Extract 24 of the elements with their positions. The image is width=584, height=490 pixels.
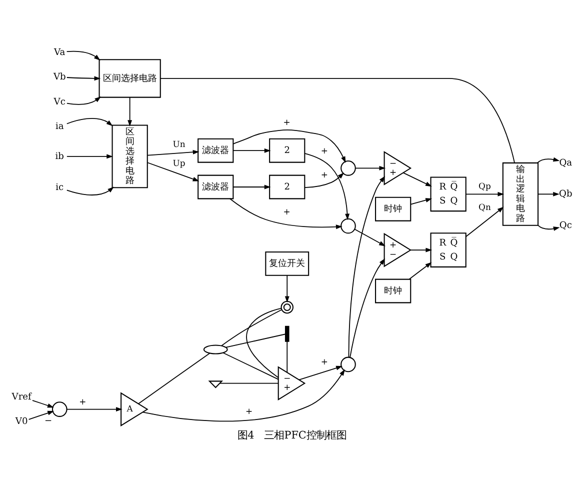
node-label: −: [44, 416, 52, 426]
caption: 图4 三相PFC控制框图: [238, 428, 346, 441]
node-text: Vref: [12, 392, 32, 402]
edge-label: +: [283, 116, 290, 126]
edge-label: Up: [172, 157, 186, 168]
edge-label: +: [320, 356, 328, 366]
node-text: V0: [15, 416, 28, 427]
edge-label: +: [320, 169, 328, 180]
node-text: ib: [55, 151, 64, 162]
node-text: Va: [54, 47, 66, 58]
node-text: ic: [56, 182, 64, 193]
edge-label: Un: [172, 138, 186, 148]
edge-label: +: [246, 406, 253, 416]
edge-label: +: [283, 206, 290, 216]
node-text: Qa: [559, 158, 572, 168]
node-text: Qc: [559, 220, 572, 230]
edge-label: +: [320, 144, 328, 155]
node-text: Vb: [53, 72, 66, 82]
node-text: Vc: [54, 96, 66, 107]
node-text: Qb: [559, 189, 572, 200]
edge-label: Qn: [478, 202, 491, 212]
node-text: ia: [55, 121, 64, 132]
edge-label: Qp: [478, 180, 491, 191]
edge-label: +: [79, 396, 86, 406]
